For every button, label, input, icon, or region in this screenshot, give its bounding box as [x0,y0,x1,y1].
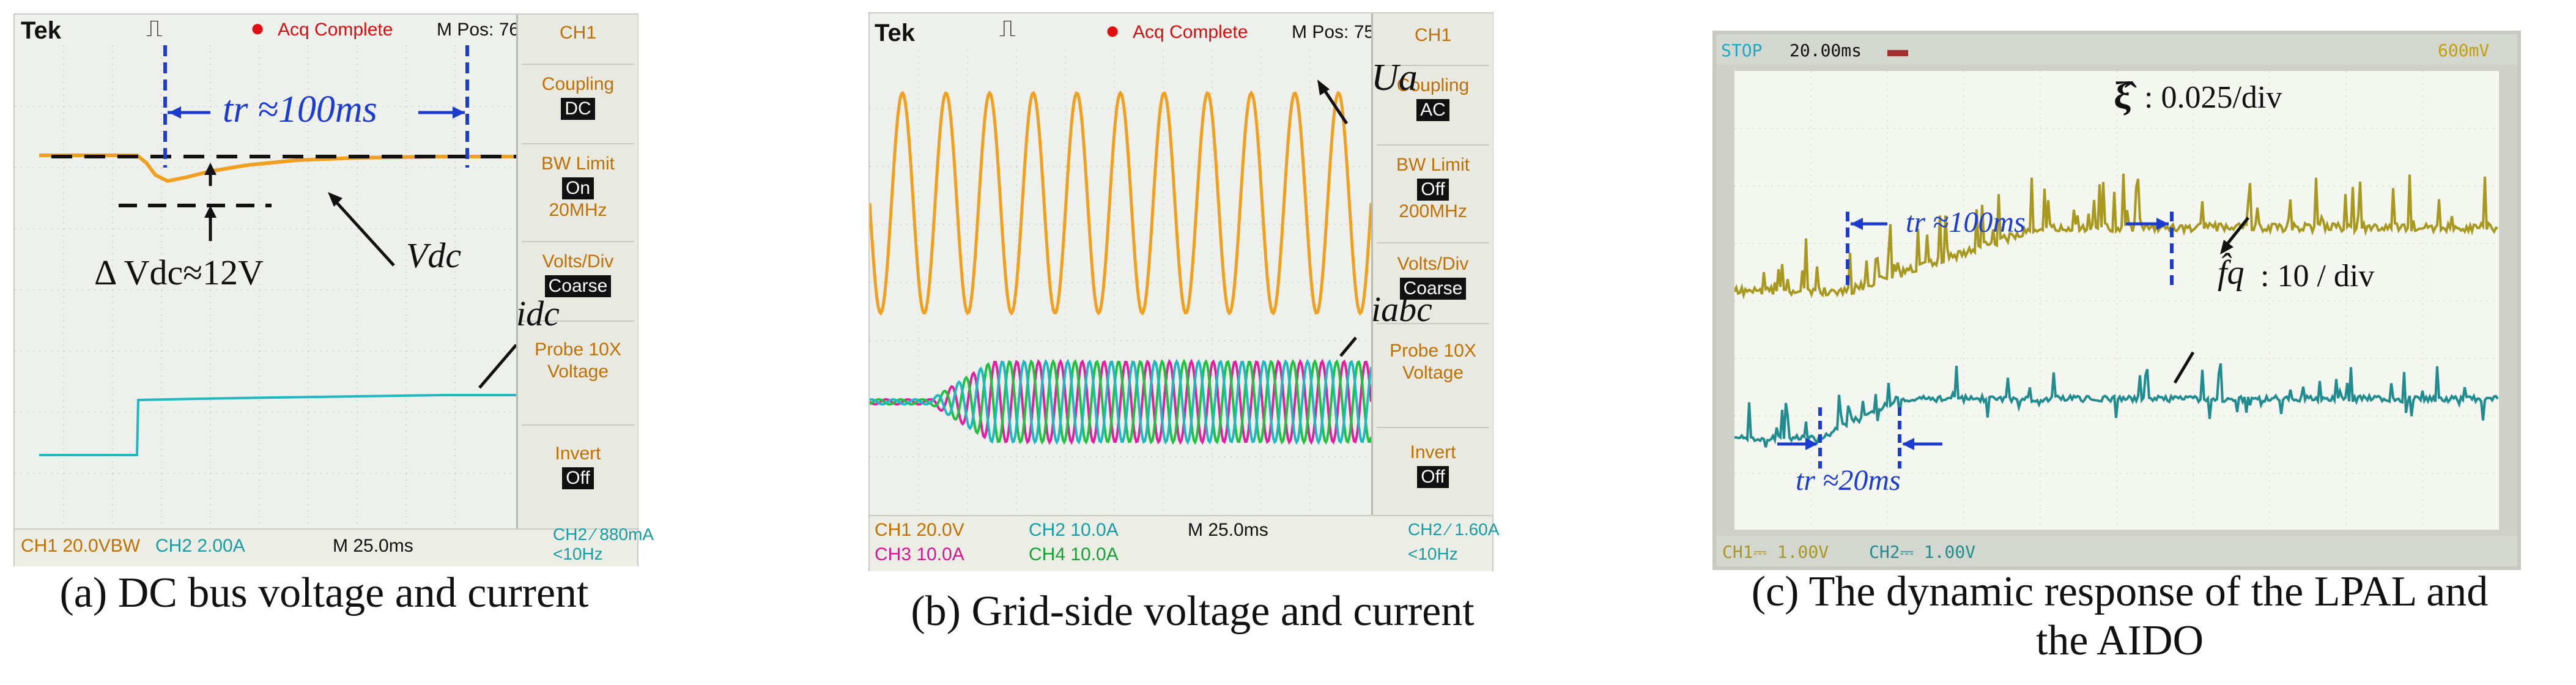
scope-c-trig: 600mV [2438,40,2490,61]
annot-iabc: iabc [1371,289,1432,329]
panel-c: STOP 20.00ms ▬ 600mV [1664,0,2576,685]
scope-b-waveforms [870,50,1371,515]
menu-bw-limit[interactable]: BW Limit Off 200MHz [1373,154,1493,223]
menu-invert-label: Invert [555,443,601,464]
scope-a-trig: CH2 ⁄ 880mA [553,525,654,544]
idc-trace [39,394,516,456]
fq-trace [1734,363,2499,448]
scope-c-waveforms [1734,71,2499,530]
menu-coupling-value: AC [1416,99,1449,121]
annot-fq-symbol: f̂q [2218,254,2245,292]
scope-a-ch2: CH2 2.00A [155,536,245,556]
menu-coupling[interactable]: Coupling AC [1373,75,1493,121]
scope-b-bottom: CH1 20.0V CH2 10.0A CH3 10.0A CH4 10.0A … [870,515,1499,571]
menu-volts-value: Coarse [1399,278,1467,300]
scope-b-screen: Tek ⎍ ● Acq Complete M Pos: 75.00ms CH1 … [868,12,1499,571]
menu-coupling[interactable]: Coupling DC [518,73,638,120]
menu-invert-label: Invert [1410,442,1456,462]
scope-b-ch4: CH4 10.0A [1029,544,1119,565]
menu-bw-sub: 200MHz [1399,201,1467,221]
scope-b-time: M 25.0ms [1188,520,1268,540]
menu-bw-label: BW Limit [1396,155,1470,175]
scope-c-graticule [1734,71,2499,530]
annot-dv: Δ Vdc≈12V [94,253,264,292]
menu-title: CH1 [559,23,596,43]
scope-a-time: M 25.0ms [333,536,413,556]
panel-b: Tek ⎍ ● Acq Complete M Pos: 75.00ms CH1 … [856,0,1627,685]
menu-coupling-label: Coupling [1396,75,1470,95]
acq-status-dot-icon: ● [250,15,265,42]
annot-vdc: Vdc [406,235,462,275]
ib-trace [870,358,1371,445]
annot-tr-c2: tr ≈20ms [1796,464,1901,497]
menu-bw-value: Off [1417,179,1449,201]
panel-a: Tek ⎍ ● Acq Complete M Pos: 76.00ms CH1 … [0,0,654,685]
menu-bw-label: BW Limit [541,154,615,174]
scope-b-ch2: CH2 10.0A [1029,520,1119,540]
scope-c-screen: STOP 20.00ms ▬ 600mV [1712,31,2521,570]
ia-trace [870,358,1371,445]
scope-a-brand: Tek [21,17,61,44]
menu-invert[interactable]: Invert Off [1373,442,1493,488]
scope-b-ch1: CH1 20.0V [875,520,964,540]
menu-bw-value: On [561,177,594,199]
annot-tr-c1: tr ≈100ms [1906,206,2026,239]
scope-c-stop: STOP [1721,40,1763,61]
scope-c-time: 20.00ms [1790,40,1862,61]
scope-c-ch1: CH1⎓ 1.00V [1722,542,1829,562]
menu-probe[interactable]: Probe 10X Voltage [518,339,638,383]
xi-trace [1734,173,2498,300]
menu-invert[interactable]: Invert Off [518,443,638,489]
scope-c-ch2: CH2⎓ 1.00V [1869,542,1976,562]
scope-a-waveforms [15,45,516,528]
annot-idc: idc [516,294,560,333]
annot-xi-symbol: ξ̂ [2114,75,2131,117]
menu-probe-label: Probe 10X Voltage [535,339,621,382]
scope-b-brand: Tek [875,20,915,46]
menu-coupling-value: DC [561,98,595,120]
trigger-icon: ⎍ [999,16,1016,42]
scope-c-bottom-bar: CH1⎓ 1.00V CH2⎓ 1.00V [1716,536,2517,566]
scope-b-status: Acq Complete [1133,22,1248,42]
ic-trace [870,358,1371,445]
menu-volts-div[interactable]: Volts/Div Coarse [1373,253,1493,300]
scope-a-freq: <10Hz [553,544,603,563]
menu-volts-value: Coarse [544,275,612,297]
scope-b-ch3: CH3 10.0A [875,544,964,565]
trigger-icon: ⎍ [146,16,163,42]
menu-invert-value: Off [1417,466,1449,488]
scope-b-trig: CH2 ⁄ 1.60A [1408,520,1500,539]
ua-trace [870,90,1371,316]
menu-invert-value: Off [562,467,594,489]
menu-bw-sub: 20MHz [549,200,607,220]
scope-b-menu: CH1 Coupling AC BW Limit Off 200MHz Volt… [1371,13,1493,515]
scope-b-freq: <10Hz [1408,544,1458,563]
annot-xi: : 0.025/div [2144,80,2282,115]
vdc-trace [39,154,516,183]
menu-coupling-label: Coupling [541,74,615,94]
annot-tr-a: tr ≈100ms [223,89,377,130]
caption-a: (a) DC bus voltage and current [59,569,589,616]
scope-c-top-bar: STOP 20.00ms ▬ 600mV [1716,34,2517,65]
menu-volts-div[interactable]: Volts/Div Coarse [518,251,638,297]
caption-c-line2: the AIDO [2035,617,2204,664]
acq-status-dot-icon: ● [1105,17,1120,44]
scope-a-status: Acq Complete [278,20,393,40]
menu-probe-label: Probe 10X Voltage [1390,341,1476,383]
scope-a-ch1: CH1 20.0VBW [21,536,141,556]
caption-b: (b) Grid-side voltage and current [911,588,1475,635]
annot-ua: Ua [1371,57,1418,98]
scope-a-menu: CH1 Coupling DC BW Limit On 20MHz Volts/… [516,15,638,528]
caption-c-line1: (c) The dynamic response of the LPAL and [1751,568,2489,615]
annot-fq: : 10 / div [2260,259,2375,294]
scope-a-bottom: CH1 20.0VBW CH2 2.00A M 25.0ms CH2 ⁄ 880… [15,525,654,566]
scope-a-screen: Tek ⎍ ● Acq Complete M Pos: 76.00ms CH1 … [13,13,654,566]
menu-volts-label: Volts/Div [1397,254,1469,274]
menu-title: CH1 [1414,25,1451,45]
menu-bw-limit[interactable]: BW Limit On 20MHz [518,153,638,221]
menu-probe[interactable]: Probe 10X Voltage [1373,340,1493,384]
menu-volts-label: Volts/Div [542,251,614,272]
battery-icon: ▬ [1887,38,1908,61]
